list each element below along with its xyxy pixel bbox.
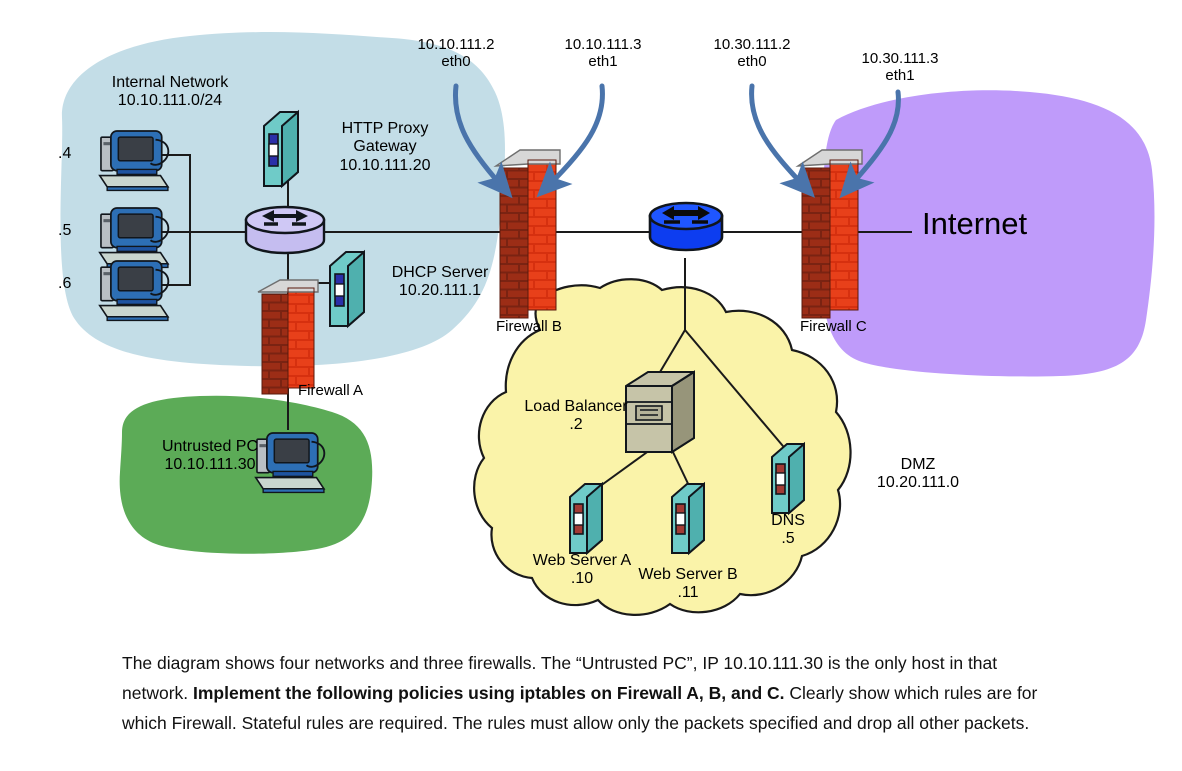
firewall-icon-a [257, 279, 319, 395]
router-icon-core-blue [648, 201, 724, 252]
label-pc-4: .4 [58, 145, 72, 162]
pc-icon-5 [98, 207, 170, 269]
pc-icon-untrusted [254, 432, 326, 494]
label-dhcp-server: DHCP Server 10.20.111.1 [391, 264, 489, 300]
label-internet: Internet [922, 206, 1028, 241]
label-http-proxy-gateway: HTTP Proxy Gateway 10.10.111.20 [339, 120, 431, 174]
label-web-server-b: Web Server B .11 [638, 566, 738, 602]
server-icon-dhcp [329, 249, 365, 329]
label-load-balancer: Load Balancer .2 [524, 398, 628, 434]
caption-part-1: The diagram shows four networks and thre… [122, 653, 998, 704]
server-icon-web-a [569, 481, 603, 556]
label-firewall-b: Firewall B [496, 318, 562, 335]
label-pc-6: .6 [58, 275, 72, 292]
label-internal-network: Internal Network 10.10.111.0/24 [111, 74, 229, 110]
interface-pointer-arrows [452, 83, 901, 199]
label-firewall-a: Firewall A [298, 382, 364, 399]
server-icon-web-b [671, 481, 705, 556]
pc-icon-6 [98, 260, 170, 322]
router-icon-internal-switch [244, 205, 326, 255]
zone-internal-network [60, 32, 505, 367]
server-icon-load-balancer [625, 370, 695, 454]
label-firewall-c: Firewall C [800, 318, 867, 335]
caption-part-2: Clearly show which rules are for which F… [122, 683, 1038, 734]
label-interface-0: 10.10.111.2 eth0 [417, 36, 495, 71]
firewall-icon-c [795, 149, 863, 319]
label-dmz: DMZ 10.20.111.0 [876, 456, 960, 492]
label-pc-5: .5 [58, 222, 72, 239]
label-web-server-a: Web Server A .10 [532, 552, 632, 588]
caption-paragraph: The diagram shows four networks and thre… [122, 648, 1062, 738]
server-icon-dns [771, 441, 805, 516]
label-untrusted-pc: Untrusted PC 10.10.111.30 [161, 438, 259, 474]
label-interface-2: 10.30.111.2 eth0 [713, 36, 791, 71]
zone-internet [821, 90, 1155, 377]
server-icon-http-proxy [263, 109, 299, 189]
pc-icon-4 [98, 130, 170, 192]
label-interface-3: 10.30.111.3 eth1 [861, 50, 939, 85]
label-dns: DNS .5 [771, 512, 805, 548]
label-interface-1: 10.10.111.3 eth1 [564, 36, 642, 71]
caption-bold: Implement the following policies using i… [193, 683, 785, 704]
